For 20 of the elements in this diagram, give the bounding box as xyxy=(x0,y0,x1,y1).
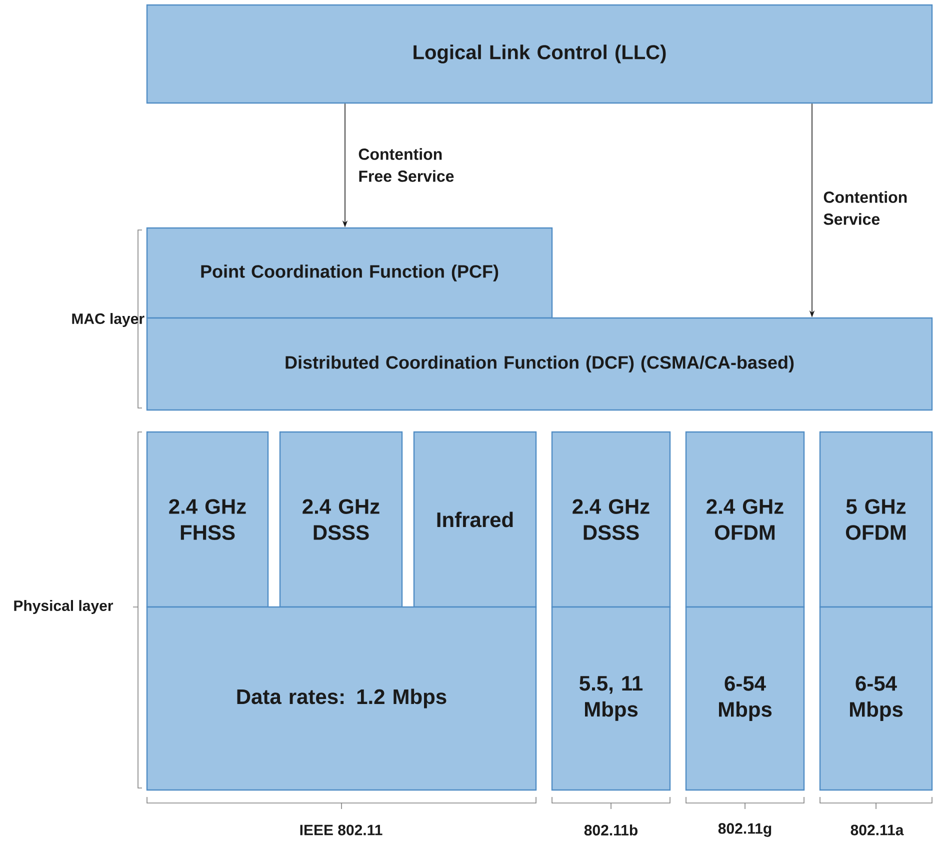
axis-label: Physical layer xyxy=(14,600,114,614)
layer-box: 6-54 Mbps xyxy=(685,606,805,791)
edge-label: Contention Free Service xyxy=(358,148,454,182)
axis-label: MAC layer xyxy=(72,313,144,327)
layer-box: Distributed Coordination Function (DCF) (CSMA/CA-based) xyxy=(146,317,933,411)
layer-box: 6-54 Mbps xyxy=(819,606,933,791)
layer-box: Logical Link Control (LLC) xyxy=(146,4,933,104)
axis-label: 802.11b xyxy=(584,824,638,836)
layer-box: Infrared xyxy=(413,431,537,608)
edge-label: Contention Service xyxy=(824,191,907,225)
layer-box: 5 GHz OFDM xyxy=(819,431,933,608)
layer-box: 5.5, 11 Mbps xyxy=(551,606,671,791)
layer-box: 2.4 GHz DSSS xyxy=(279,431,403,608)
layer-box: Point Coordination Function (PCF) xyxy=(146,227,553,319)
layer-box: 2.4 GHz DSSS xyxy=(551,431,671,608)
axis-label: 802.11a xyxy=(850,824,904,836)
axis-label: 802.11g xyxy=(718,823,772,837)
layer-box: 2.4 GHz FHSS xyxy=(146,431,269,608)
layer-box: 2.4 GHz OFDM xyxy=(685,431,805,608)
axis-label: IEEE 802.11 xyxy=(300,824,382,836)
